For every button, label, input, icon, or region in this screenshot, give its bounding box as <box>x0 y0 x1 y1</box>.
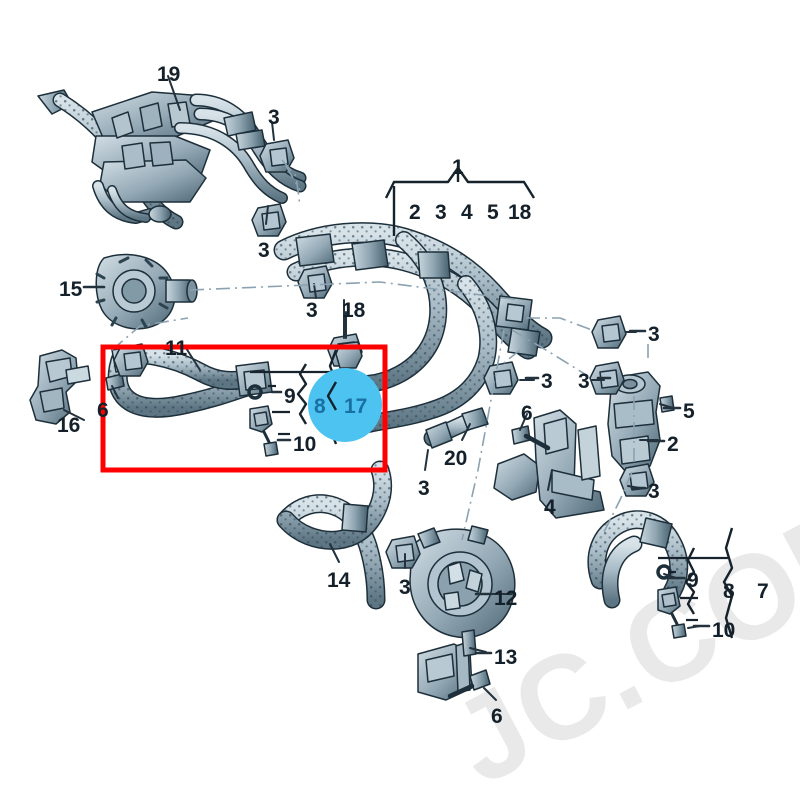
callout-2-bracket: 2 <box>409 201 421 224</box>
part-13-bracket <box>417 629 477 701</box>
callout-3-f: 3 <box>578 370 590 393</box>
callout-3-d: 3 <box>648 323 660 346</box>
callout-11: 11 <box>165 337 188 360</box>
clamp <box>297 265 333 299</box>
callout-6-c: 6 <box>491 705 503 728</box>
callout-3-g: 3 <box>418 477 430 500</box>
part-15-water-pump <box>95 253 198 330</box>
callout-17: 17 <box>344 395 368 418</box>
highlight-circle <box>308 368 382 442</box>
part-1-hose-assembly <box>273 222 553 433</box>
part-14-hose <box>276 460 393 610</box>
callout-3-i: 3 <box>399 576 411 599</box>
callout-13: 13 <box>494 646 518 669</box>
callout-5-bracket: 5 <box>487 201 499 224</box>
callout-8-left: 8 <box>314 395 326 418</box>
callout-16: 16 <box>57 414 81 437</box>
assembly-reference-lines <box>111 159 649 541</box>
callout-4: 4 <box>544 496 556 519</box>
callout-4-bracket: 4 <box>461 201 473 224</box>
bracket-8-left-shape <box>296 363 308 425</box>
part-6-bolts <box>105 373 551 699</box>
clamp <box>483 361 519 395</box>
callout-5: 5 <box>683 400 695 423</box>
callout-20: 20 <box>444 447 468 470</box>
part-9-10-cluster-right <box>656 564 687 639</box>
callout-3-a: 3 <box>268 106 280 129</box>
part-12-pump <box>409 525 516 639</box>
callout-15: 15 <box>59 278 83 301</box>
callout-10-left: 10 <box>293 433 317 456</box>
callout-3-e: 3 <box>541 370 553 393</box>
callout-7: 7 <box>757 580 769 603</box>
part-20-connector-pipe <box>423 407 489 449</box>
callout-3-h: 3 <box>648 480 660 503</box>
clamp <box>113 343 149 377</box>
red-highlight-box <box>100 344 388 473</box>
callout-6-b: 6 <box>521 402 533 425</box>
callout-3-bracket: 3 <box>435 201 447 224</box>
callout-10-right: 10 <box>712 619 736 642</box>
clamp <box>251 203 287 237</box>
part-hose-lower-right <box>587 510 689 609</box>
callout-18-bracket: 18 <box>508 201 532 224</box>
part-3-hose-clamps <box>113 139 655 569</box>
bracket-shapes <box>250 166 734 639</box>
callout-9-right: 9 <box>687 569 699 592</box>
callout-1: 1 <box>452 156 464 179</box>
callout-3-c: 3 <box>306 299 318 322</box>
callout-9-left: 9 <box>284 385 296 408</box>
part-9-10-cluster-left <box>247 384 279 457</box>
part-19-hose-manifold <box>37 89 307 230</box>
callout-19: 19 <box>157 63 181 86</box>
callout-8-right: 8 <box>723 580 735 603</box>
callout-18: 18 <box>342 299 366 322</box>
bracket-7-right-shape <box>722 527 734 639</box>
callout-12: 12 <box>494 587 518 610</box>
callout-14: 14 <box>327 569 351 592</box>
callout-6-a: 6 <box>97 399 109 422</box>
clamp <box>591 315 627 349</box>
bracket-over-highlight <box>326 381 338 411</box>
bracket-8-right-shape <box>684 547 696 615</box>
callout-2: 2 <box>667 433 679 456</box>
clamp <box>589 361 625 395</box>
part-4-bracket <box>493 409 605 519</box>
callout-3-b: 3 <box>258 239 270 262</box>
